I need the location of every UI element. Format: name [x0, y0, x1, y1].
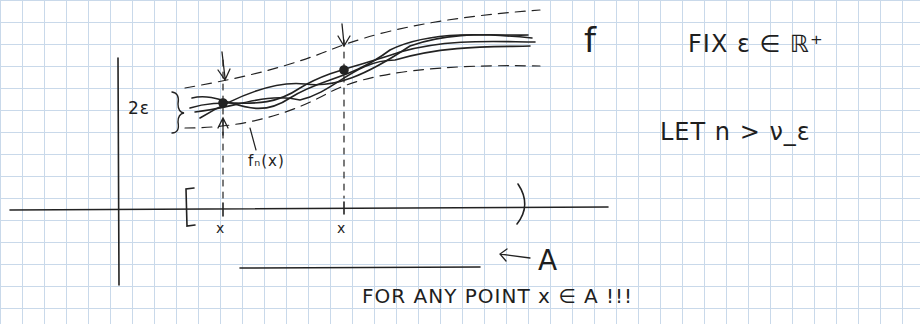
note: LET n > ν_ε	[660, 118, 811, 146]
point	[340, 66, 348, 74]
epsilon-band-label: 2ε	[128, 98, 150, 118]
set-a-line	[240, 267, 480, 268]
curve-f	[190, 41, 535, 108]
brace	[172, 92, 184, 133]
guide-lines	[223, 40, 344, 200]
set-label: A	[538, 244, 558, 277]
arrow	[218, 118, 228, 135]
right-paren	[517, 184, 525, 224]
point	[219, 99, 227, 107]
point-label: x	[337, 220, 346, 236]
arrow	[218, 52, 230, 80]
arrow	[500, 249, 530, 261]
note: FIX ε ∈ ℝ⁺	[688, 30, 824, 58]
arrow	[338, 24, 350, 46]
x-axis	[10, 207, 608, 210]
band-lower	[185, 66, 540, 128]
curve-fn	[200, 35, 528, 118]
ticks	[223, 202, 344, 216]
left-bracket	[186, 188, 195, 226]
leader	[250, 128, 256, 150]
note: FOR ANY POINT x ∈ A !!!	[362, 284, 633, 308]
band-upper	[185, 10, 540, 88]
function-label: f	[584, 20, 597, 60]
curve-fn	[195, 46, 530, 112]
y-axis	[118, 58, 119, 285]
function-label: fₙ(x)	[248, 152, 285, 170]
curve-fn	[192, 35, 532, 109]
point-label: x	[216, 220, 225, 236]
